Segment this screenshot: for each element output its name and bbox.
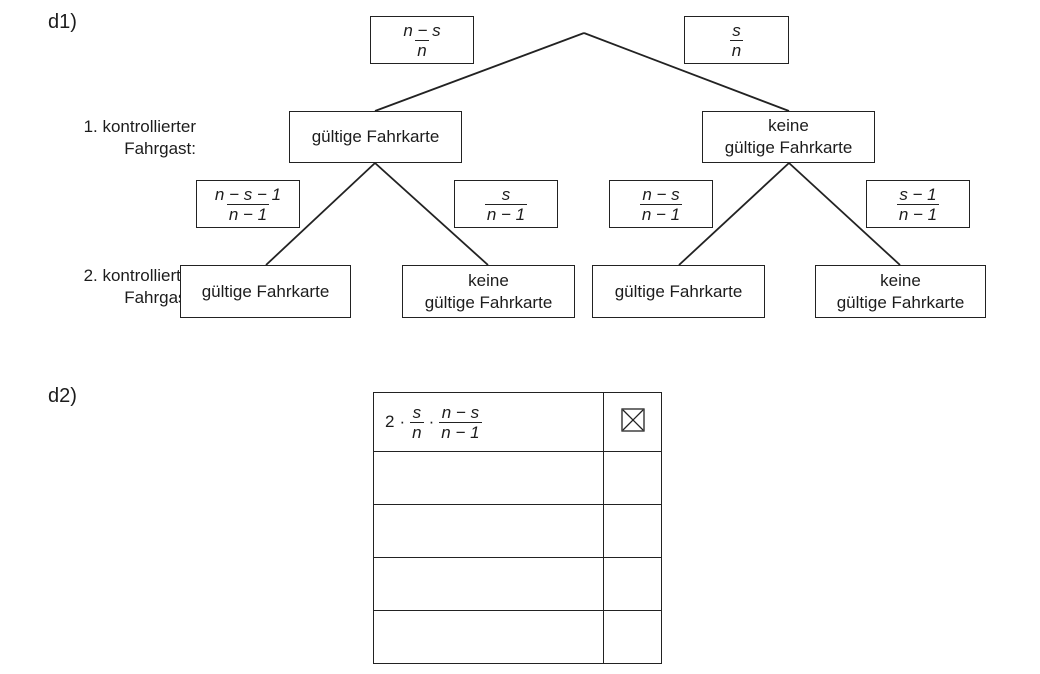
answer-checkbox-cell-5[interactable]: [603, 610, 662, 664]
prob-level2-lr: s n − 1: [454, 180, 558, 228]
node-level2-lr: keine gültige Fahrkarte: [402, 265, 575, 318]
answer-option-1: 2 · s n · n − s n − 1: [373, 392, 604, 452]
d2-label: d2): [48, 385, 77, 407]
prob-root-right: s n: [684, 16, 789, 64]
edge-right-rr: [788, 162, 901, 266]
answer-row: [373, 610, 662, 664]
fraction: n − s − 1 n − 1: [214, 184, 282, 224]
d1-label: d1): [48, 11, 77, 33]
fraction: n − s n − 1: [439, 402, 482, 442]
node-level2-rr: keine gültige Fahrkarte: [815, 265, 986, 318]
edge-left-ll: [265, 162, 376, 266]
checked-checkbox-icon[interactable]: [620, 407, 645, 432]
prob-level2-rr: s − 1 n − 1: [866, 180, 970, 228]
fraction: s n − 1: [484, 184, 528, 224]
fraction: s n: [729, 20, 744, 60]
level1-label: 1. kontrollierter Fahrgast:: [84, 116, 196, 160]
level1-label-line1: 1. kontrollierter: [83, 117, 196, 136]
node-level2-rl: gültige Fahrkarte: [592, 265, 765, 318]
answer-row: [373, 451, 662, 505]
level2-label: 2. kontrollierter Fahrgast:: [84, 265, 196, 309]
formula: 2 · s n · n − s n − 1: [385, 402, 482, 442]
answer-checkbox-cell-2[interactable]: [603, 451, 662, 505]
answer-checkbox-cell-1[interactable]: [603, 392, 662, 452]
answer-option-3: [373, 504, 604, 558]
answer-option-4: [373, 557, 604, 611]
level2-label-line1: 2. kontrollierter: [83, 266, 196, 285]
answer-checkbox-cell-3[interactable]: [603, 504, 662, 558]
node-level1-valid-ticket: gültige Fahrkarte: [289, 111, 462, 163]
answer-table: 2 · s n · n − s n − 1: [373, 392, 662, 664]
node-level2-ll: gültige Fahrkarte: [180, 265, 351, 318]
answer-row: [373, 504, 662, 558]
answer-row: 2 · s n · n − s n − 1: [373, 392, 662, 452]
level1-label-line2: Fahrgast:: [124, 139, 196, 158]
answer-option-5: [373, 610, 604, 664]
answer-checkbox-cell-4[interactable]: [603, 557, 662, 611]
answer-row: [373, 557, 662, 611]
edge-right-rl: [678, 162, 790, 266]
answer-option-2: [373, 451, 604, 505]
node-level1-no-valid-ticket: keine gültige Fahrkarte: [702, 111, 875, 163]
prob-level2-ll: n − s − 1 n − 1: [196, 180, 300, 228]
edge-left-lr: [374, 162, 489, 266]
fraction: s − 1 n − 1: [896, 184, 940, 224]
edge-root-right: [583, 32, 790, 112]
prob-level2-rl: n − s n − 1: [609, 180, 713, 228]
fraction: n − s n: [403, 20, 441, 60]
fraction: n − s n − 1: [639, 184, 683, 224]
fraction: s n: [410, 402, 424, 442]
level2-label-line2: Fahrgast:: [124, 288, 196, 307]
edge-root-left: [374, 32, 585, 112]
prob-root-left: n − s n: [370, 16, 474, 64]
